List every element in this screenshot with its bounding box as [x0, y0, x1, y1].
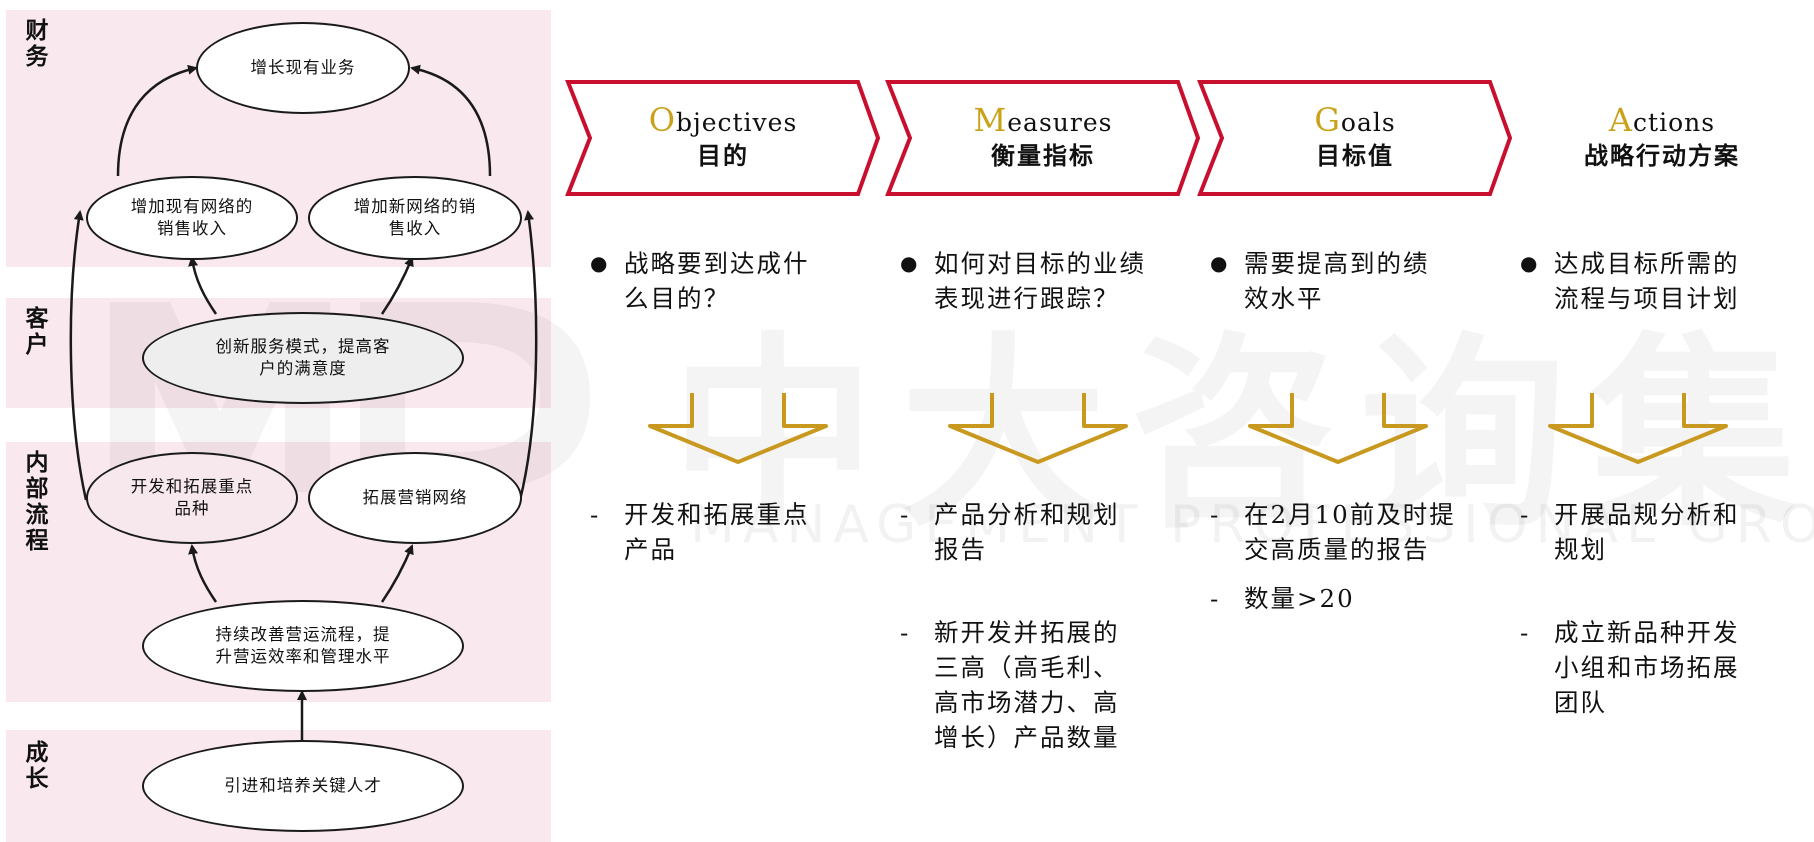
- node-talent: 引进和培养关键人才: [142, 740, 464, 832]
- band-label-growth: 成长: [25, 739, 49, 792]
- node-expand-marketing-network: 拓展营销网络: [308, 452, 522, 544]
- node-existing-network-sales: 增加现有网络的销售收入: [86, 176, 298, 260]
- arrow-expand-to-newnet: [518, 210, 538, 501]
- list-item: -新开发并拓展的三高（高毛利、高市场潜力、高增长）产品数量: [900, 618, 1120, 752]
- chevron-shape: [885, 80, 1201, 196]
- question-measures: ●如何对目标的业绩表现进行跟踪？: [900, 249, 1146, 313]
- arrow-improve-to-develop: [188, 544, 218, 603]
- node-develop-key-varieties: 开发和拓展重点品种: [86, 452, 298, 544]
- arrow-improve-to-expand: [380, 544, 414, 603]
- down-arrow-icon: [1248, 393, 1428, 464]
- question-objectives: ●战略要到达成什么目的？: [590, 249, 810, 313]
- arrow-newnet-to-grow: [410, 64, 492, 177]
- banner-title-zh: 目的: [697, 140, 749, 170]
- banner-title-zh: 目标值: [1316, 140, 1394, 170]
- band-label-finance: 财务: [25, 17, 49, 70]
- items-actions: -开展品规分析和规划 -成立新品种开发小组和市场拓展团队: [1520, 497, 1740, 720]
- watermark-text: 中大咨询集团: [670, 268, 1814, 566]
- down-arrow-icon: [948, 393, 1128, 464]
- chevron-shape: [565, 80, 881, 196]
- banner-objectives: Objectives 目的: [564, 78, 882, 198]
- items-goals: -在2月10前及时提交高质量的报告 -数量>20: [1210, 497, 1456, 616]
- banner-title-en: Goals: [1314, 100, 1396, 139]
- list-item: -产品分析和规划报告: [900, 500, 1120, 564]
- question-goals: ●需要提高到的绩效水平: [1210, 249, 1430, 313]
- arrow-develop-to-existing: [69, 210, 88, 501]
- list-item: -开发和拓展重点产品: [590, 500, 810, 564]
- node-improve-operations: 持续改善营运流程，提升营运效率和管理水平: [142, 600, 464, 692]
- arrow-service-to-existing: [188, 256, 218, 315]
- list-item: -数量>20: [1210, 584, 1355, 613]
- down-arrow-icon: [648, 393, 828, 464]
- node-innovate-service: 创新服务模式，提高客户的满意度: [142, 312, 464, 404]
- banner-goals: Goals 目标值: [1196, 78, 1514, 198]
- arrow-service-to-newnet: [380, 256, 414, 315]
- list-item: -在2月10前及时提交高质量的报告: [1210, 500, 1456, 564]
- node-grow-existing-business: 增长现有业务: [196, 22, 410, 114]
- items-objectives: -开发和拓展重点产品: [590, 497, 810, 567]
- banner-title-zh: 衡量指标: [991, 140, 1095, 170]
- banner-title-en: Measures: [973, 100, 1113, 139]
- list-item: -成立新品种开发小组和市场拓展团队: [1520, 618, 1740, 717]
- strategy-map-connectors: [69, 64, 538, 740]
- question-actions: ●达成目标所需的流程与项目计划: [1520, 249, 1740, 313]
- arrow-existing-to-grow: [116, 64, 198, 177]
- banner-title-en: Objectives: [648, 100, 798, 139]
- band-label-customer: 客户: [25, 305, 49, 358]
- band-label-process: 内部 流程: [25, 449, 49, 554]
- chevron-shape: [1197, 80, 1513, 196]
- banner-title-en: Actions: [1608, 100, 1716, 139]
- banner-measures: Measures 衡量指标: [884, 78, 1202, 198]
- down-arrow-icon: [1548, 393, 1728, 464]
- watermark-subtext: MANAGEMENT PROFESSIONAL GROUP: [690, 495, 1814, 555]
- items-measures: -产品分析和规划报告 -新开发并拓展的三高（高毛利、高市场潜力、高增长）产品数量: [900, 497, 1120, 755]
- list-item: -开展品规分析和规划: [1520, 500, 1740, 564]
- banner-title-zh: 战略行动方案: [1584, 140, 1740, 170]
- banner-actions: Actions 战略行动方案: [1512, 78, 1812, 198]
- node-new-network-sales: 增加新网络的销售收入: [308, 176, 522, 260]
